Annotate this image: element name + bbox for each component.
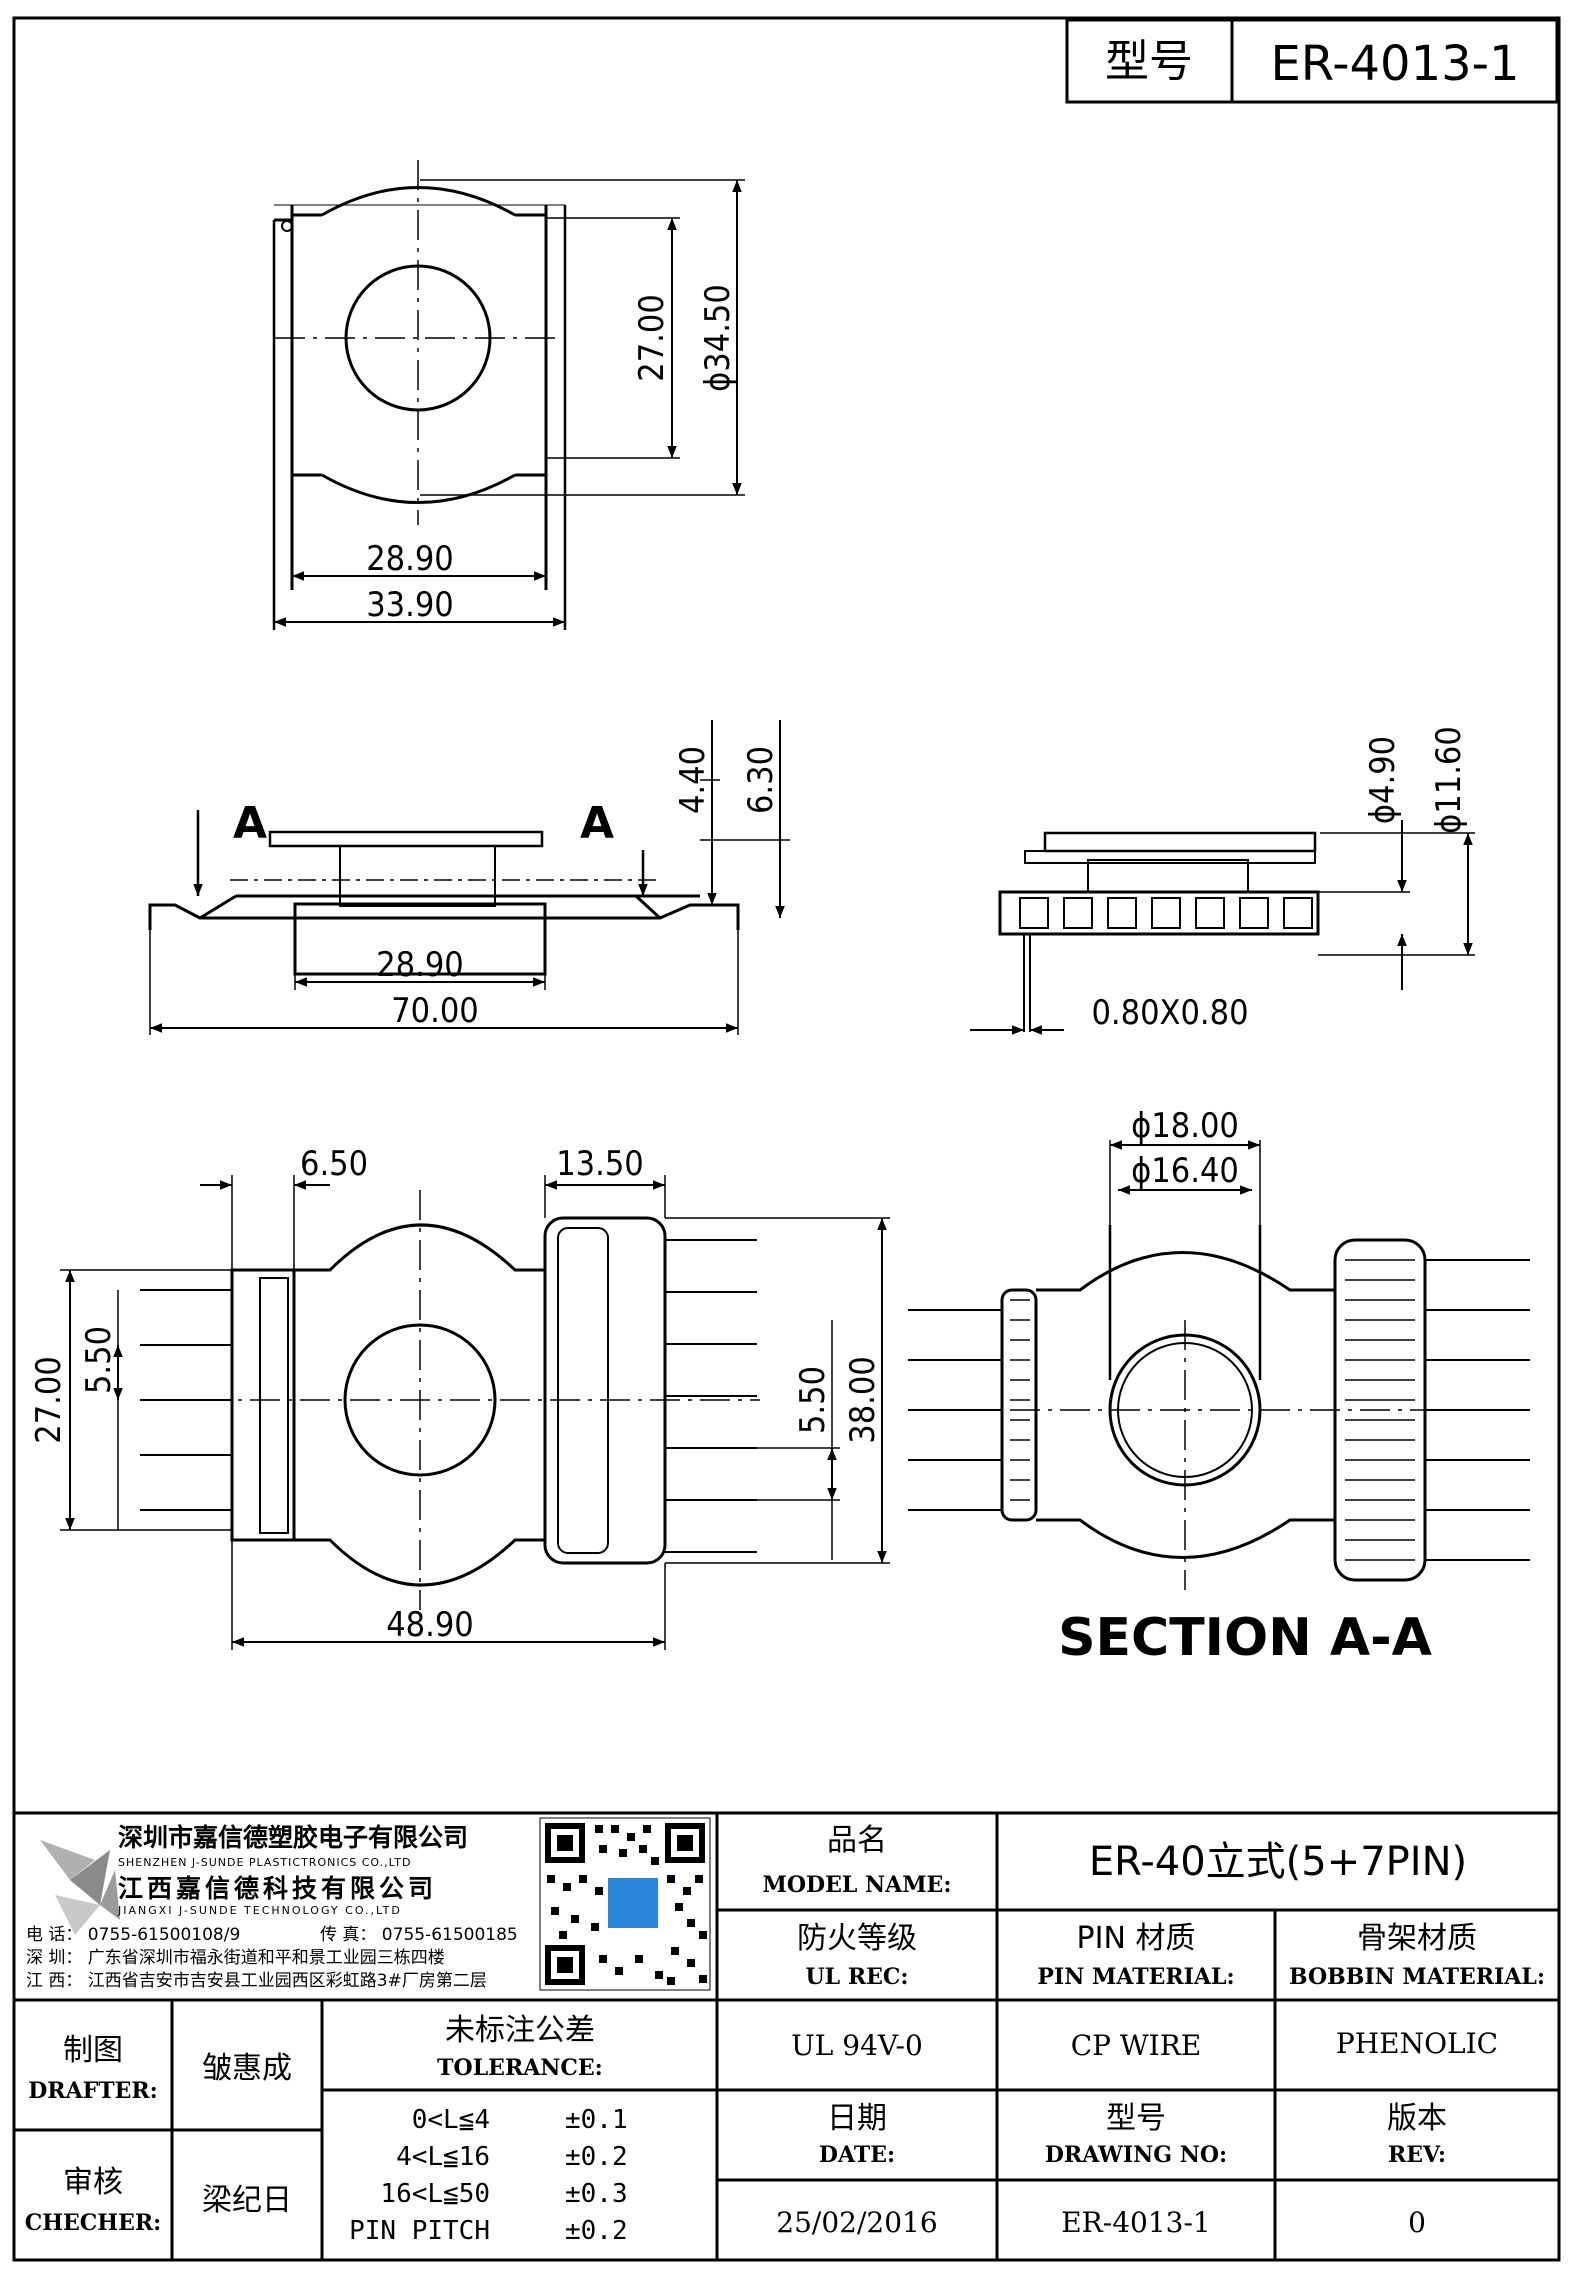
date-en: DATE: [819, 2142, 895, 2168]
dim-m-label: 13.50 [556, 1144, 644, 1184]
side-view [148, 720, 790, 1035]
drafter-name: 皱惠成 [202, 2051, 292, 2086]
checker-name: 梁纪日 [202, 2183, 292, 2218]
tolerance-cn: 未标注公差 [445, 2013, 595, 2048]
tolerance-range: 16<L≦50 [380, 2179, 490, 2209]
ul-rec-value: UL 94V-0 [791, 2029, 923, 2062]
header-model-label: 型号 [1105, 36, 1193, 87]
dim-d-label: 33.90 [366, 585, 454, 625]
ul-rec-en: UL REC: [806, 1964, 909, 1990]
company-name-en-1: SHENZHEN J-SUNDE PLASTICTRONICS CO.,LTD [118, 1856, 411, 1869]
pin-material-value: CP WIRE [1071, 2029, 1202, 2062]
company-fax: 传 真： 0755-61500185 [320, 1925, 518, 1945]
end-view [970, 820, 1475, 1035]
pin-material-en: PIN MATERIAL: [1037, 1964, 1234, 1990]
dim-h-label: 70.00 [391, 991, 479, 1031]
dim-l-label: 6.50 [300, 1144, 368, 1184]
company-name-cn-1: 深圳市嘉信德塑胶电子有限公司 [118, 1823, 468, 1852]
tolerance-value: ±0.3 [565, 2179, 628, 2209]
checker-en: CHECHER: [25, 2210, 162, 2236]
dim-t-label: ϕ16.40 [1131, 1151, 1239, 1191]
tolerance-value: ±0.1 [565, 2105, 628, 2135]
drafter-cn: 制图 [63, 2033, 123, 2068]
pin-material-cn: PIN 材质 [1077, 1921, 1196, 1956]
ul-rec-cn: 防火等级 [797, 1921, 917, 1956]
tolerance-en: TOLERANCE: [437, 2055, 603, 2081]
dim-g-label: 28.90 [376, 945, 464, 985]
dim-r-label: 48.90 [386, 1605, 474, 1645]
drawing-no-value: ER-4013-1 [1061, 2206, 1211, 2239]
dim-s-label: ϕ18.00 [1131, 1106, 1239, 1146]
top-view [272, 160, 745, 630]
rev-cn: 版本 [1387, 2101, 1447, 2136]
model-name-en: MODEL NAME: [763, 1872, 952, 1898]
rev-en: REV: [1388, 2142, 1446, 2168]
company-phone: 电 话： 0755-61500108/9 [26, 1925, 240, 1945]
tolerance-range: PIN PITCH [349, 2216, 490, 2246]
section-caption: SECTION A-A [1058, 1608, 1432, 1668]
header-model-value: ER-4013-1 [1270, 36, 1519, 92]
dim-k-label: 0.80X0.80 [1091, 993, 1248, 1033]
bobbin-material-en: BOBBIN MATERIAL: [1289, 1964, 1545, 1990]
tolerance-range: 4<L≦16 [396, 2142, 490, 2172]
drafter-en: DRAFTER: [28, 2078, 158, 2104]
drawing-no-cn: 型号 [1106, 2101, 1166, 2136]
model-name-value: ER-40立式(5+7PIN) [1089, 1839, 1467, 1885]
dim-f-label: 6.30 [741, 746, 781, 814]
dim-q-label: 38.00 [843, 1356, 883, 1444]
qr-code [539, 1817, 711, 1991]
bobbin-material-value: PHENOLIC [1336, 2027, 1498, 2060]
section-mark-left: A [233, 798, 267, 849]
company-address-shenzhen: 深 圳： 广东省深圳市福永街道和平和景工业园三栋四楼 [26, 1948, 445, 1968]
date-cn: 日期 [827, 2101, 887, 2136]
date-value: 25/02/2016 [776, 2206, 937, 2239]
section-a-a-view [908, 1140, 1530, 1590]
tolerance-value: ±0.2 [565, 2142, 628, 2172]
dim-j-label: ϕ11.60 [1429, 726, 1469, 834]
dim-i-label: ϕ4.90 [1363, 736, 1403, 824]
rev-value: 0 [1408, 2206, 1426, 2239]
dim-a-label: 27.00 [632, 294, 672, 382]
sheet-border [12, 16, 1561, 2262]
dim-e-label: 4.40 [673, 746, 713, 814]
company-logo [40, 1840, 120, 1935]
section-mark-right: A [580, 798, 614, 849]
title-block-grid [14, 1811, 1559, 2260]
dim-c-label: 28.90 [366, 539, 454, 579]
drawing-no-en: DRAWING NO: [1045, 2142, 1227, 2168]
tolerance-range: 0<L≦4 [412, 2105, 490, 2135]
tolerance-value: ±0.2 [565, 2216, 628, 2246]
company-name-en-2: JIANGXI J-SUNDE TECHNOLOGY CO.,LTD [117, 1904, 402, 1917]
bobbin-material-cn: 骨架材质 [1357, 1921, 1477, 1956]
model-name-cn: 品名 [827, 1823, 887, 1858]
dim-b-label: ϕ34.50 [698, 284, 738, 392]
company-address-jiangxi: 江 西： 江西省吉安市吉安县工业园西区彩虹路3#厂房第二层 [26, 1971, 487, 1991]
company-name-cn-2: 江西嘉信德科技有限公司 [118, 1874, 437, 1903]
header-model-box: 型号 ER-4013-1 [1065, 18, 1559, 104]
dim-o-label: 5.50 [79, 1326, 119, 1394]
dim-n-label: 27.00 [29, 1356, 69, 1444]
dim-p-label: 5.50 [793, 1366, 833, 1434]
bottom-view [60, 1175, 890, 1650]
checker-cn: 审核 [63, 2165, 123, 2200]
